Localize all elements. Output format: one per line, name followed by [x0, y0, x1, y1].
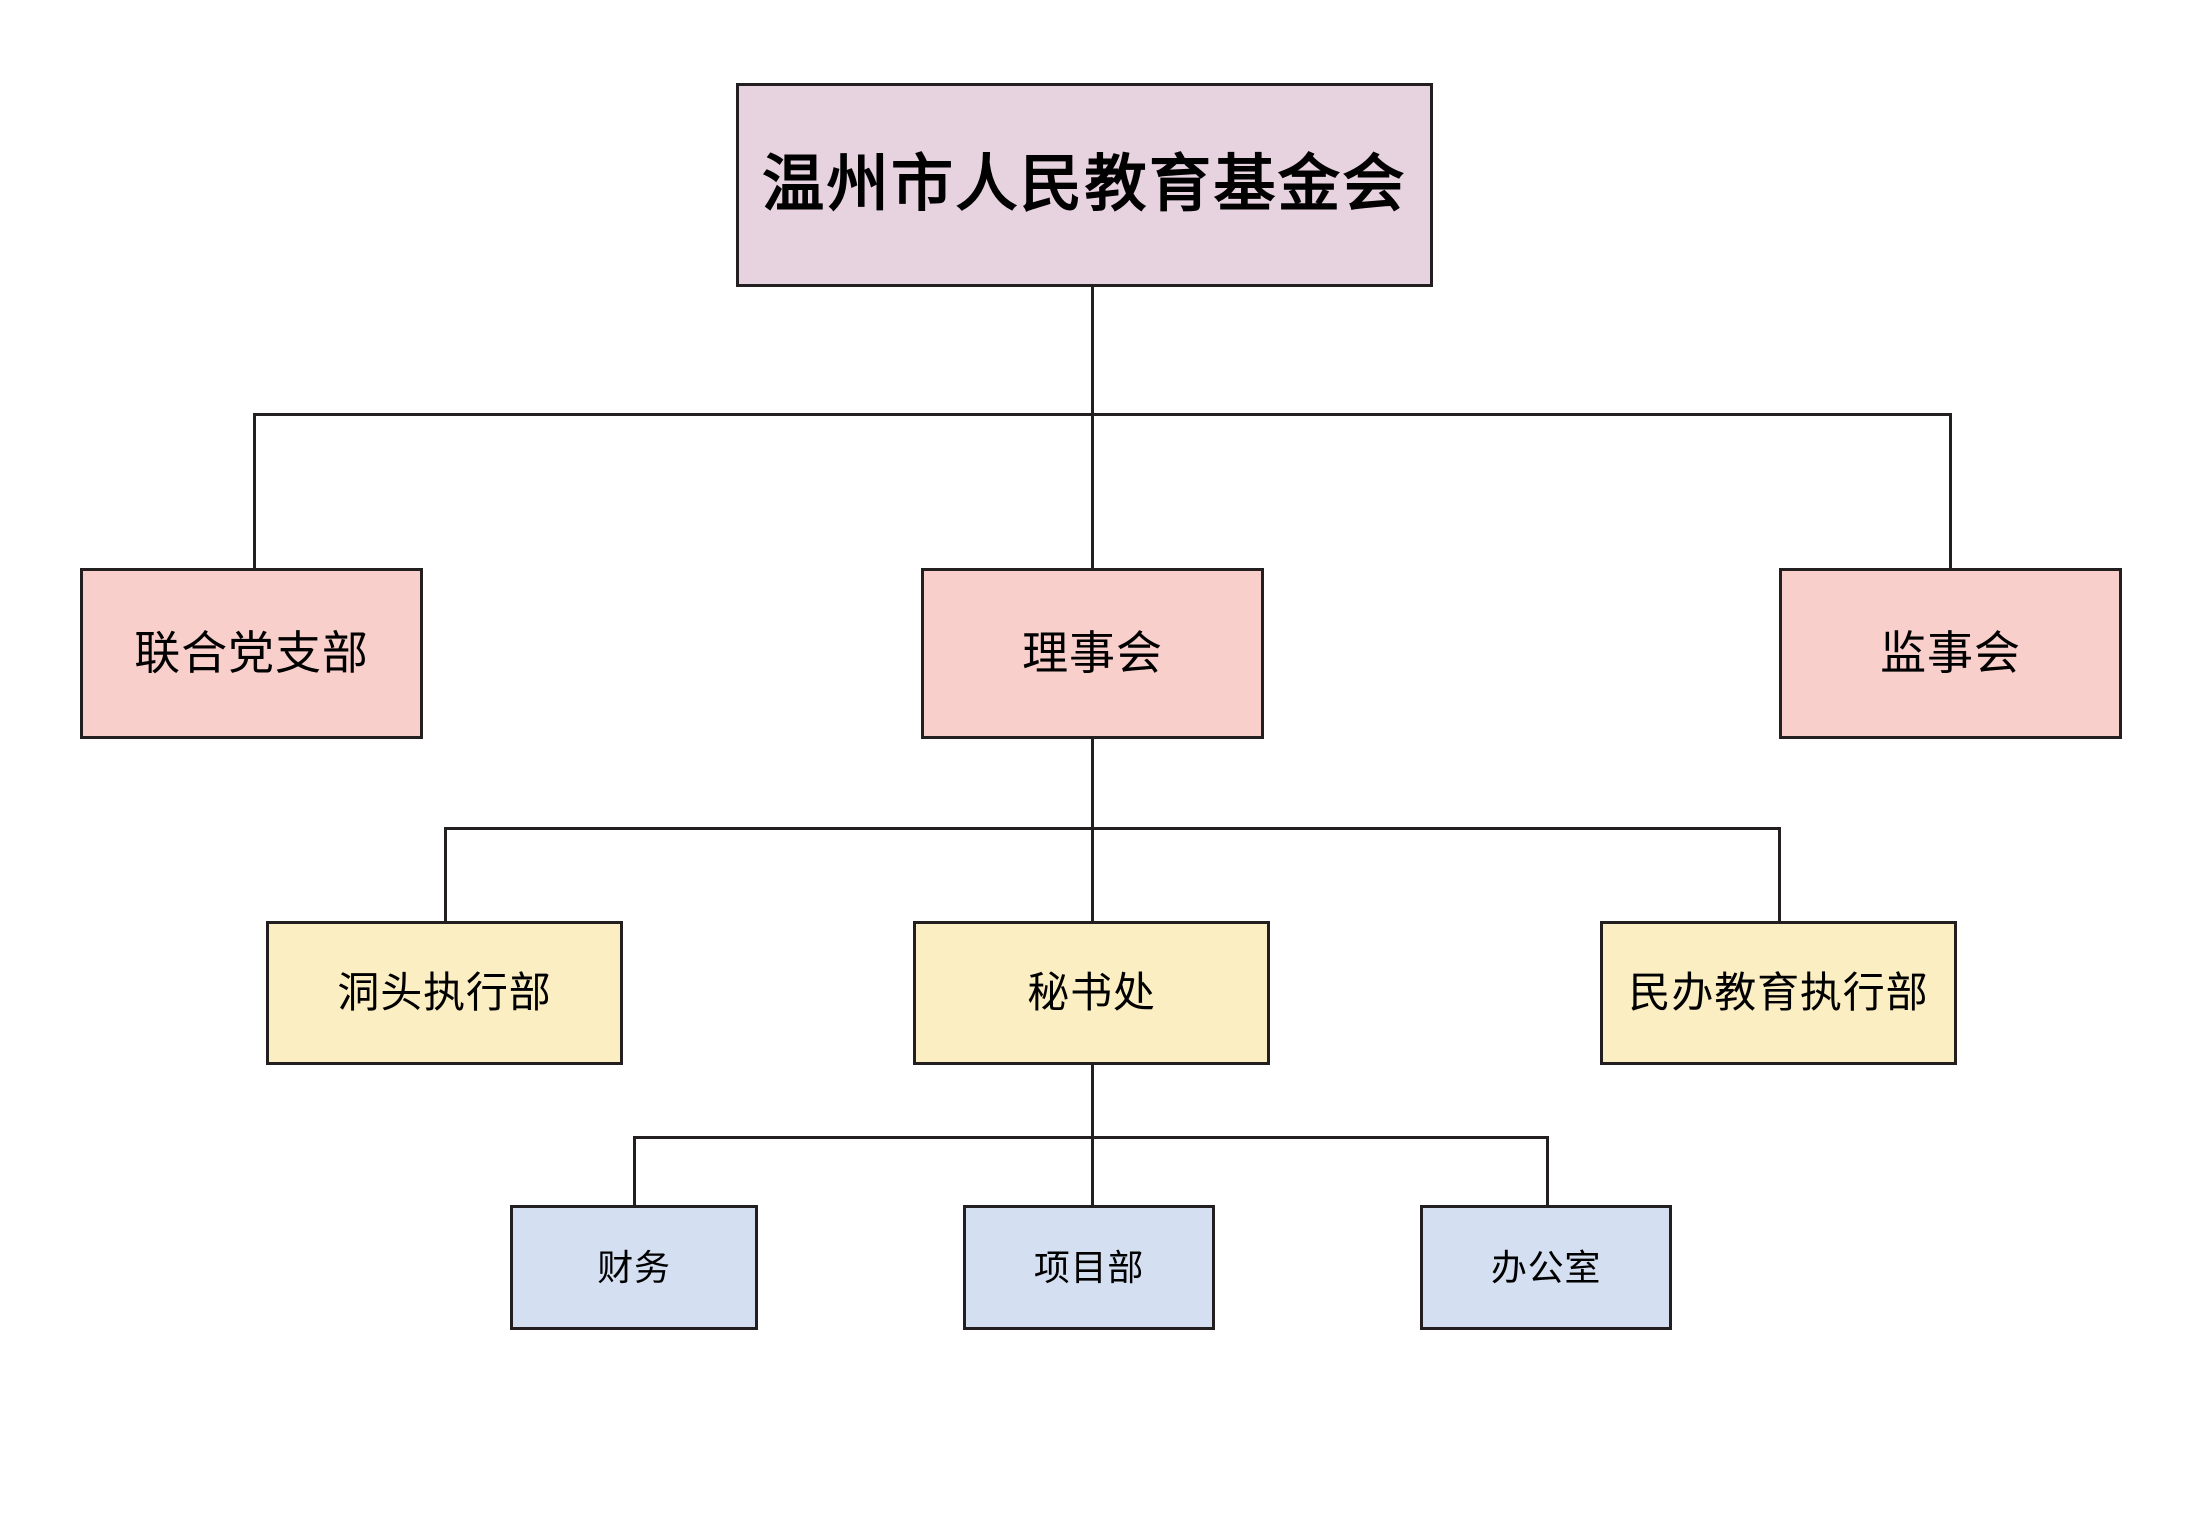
node-finance-label: 财务	[597, 1246, 671, 1288]
node-project-dept-label: 项目部	[1033, 1246, 1145, 1288]
node-secretariat[interactable]: 秘书处	[913, 921, 1270, 1065]
connector-drop-finance	[633, 1136, 636, 1206]
node-foundation-label: 温州市人民教育基金会	[762, 150, 1407, 220]
node-secretariat-label: 秘书处	[1027, 968, 1156, 1016]
connector-root-stem	[1091, 287, 1094, 739]
node-dongtou-exec[interactable]: 洞头执行部	[266, 921, 623, 1065]
node-foundation[interactable]: 温州市人民教育基金会	[736, 83, 1433, 287]
node-party-branch-label: 联合党支部	[134, 627, 369, 680]
connector-drop-dongtou-exec	[444, 827, 447, 922]
node-board-of-directors[interactable]: 理事会	[921, 568, 1264, 739]
connector-drop-private-edu-exec	[1778, 827, 1781, 922]
node-project-dept[interactable]: 项目部	[963, 1205, 1215, 1330]
node-party-branch[interactable]: 联合党支部	[80, 568, 423, 739]
connector-secretariat-stem	[1091, 1065, 1094, 1206]
node-private-edu-exec-label: 民办教育执行部	[1628, 968, 1929, 1016]
connector-drop-board-of-supervisors	[1949, 413, 1952, 568]
connector-drop-party-branch	[253, 413, 256, 568]
connector-level3-bus	[444, 827, 1781, 830]
node-private-edu-exec[interactable]: 民办教育执行部	[1600, 921, 1957, 1065]
node-board-of-directors-label: 理事会	[1022, 627, 1163, 680]
node-office[interactable]: 办公室	[1420, 1205, 1672, 1330]
node-board-of-supervisors-label: 监事会	[1880, 627, 2021, 680]
connector-level4-bus	[633, 1136, 1548, 1139]
node-board-of-supervisors[interactable]: 监事会	[1779, 568, 2122, 739]
connector-drop-office	[1546, 1136, 1549, 1206]
node-finance[interactable]: 财务	[510, 1205, 758, 1330]
node-office-label: 办公室	[1490, 1246, 1602, 1288]
connector-board-stem	[1091, 739, 1094, 922]
connector-level2-bus	[253, 413, 1952, 416]
node-dongtou-exec-label: 洞头执行部	[337, 968, 552, 1016]
